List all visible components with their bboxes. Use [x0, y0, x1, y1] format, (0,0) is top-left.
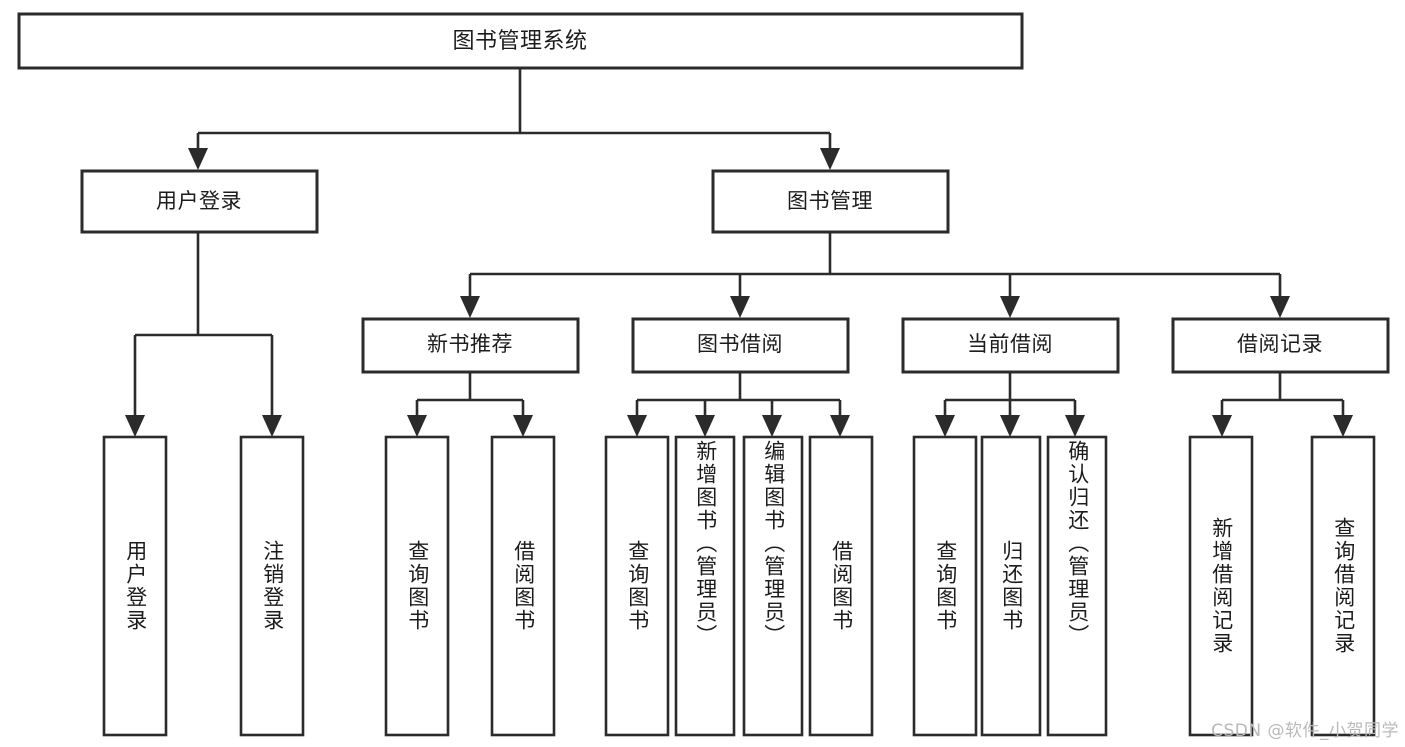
arrow-to-book-borrow — [730, 296, 750, 318]
node-user-login[interactable]: 用户登录 — [80, 169, 319, 234]
arrow-to-leaf-borrow-book-1 — [513, 415, 533, 437]
node-book-manage[interactable]: 图书管理 — [711, 169, 950, 234]
node-borrow-record-box[interactable] — [1171, 317, 1390, 374]
node-leaf-borrow-book-1-box[interactable] — [490, 435, 556, 737]
node-new-book-recommend-box[interactable] — [361, 317, 580, 374]
node-root-box[interactable] — [17, 12, 1024, 70]
edge-group-new-book-recommend-to-leaves — [407, 372, 533, 437]
node-book-borrow[interactable]: 图书借阅 — [631, 317, 850, 374]
node-user-login-label: 用户登录 — [156, 189, 242, 213]
csdn-watermark: CSDN @软件_小贺同学 — [1211, 721, 1399, 741]
arrow-to-new-book-recommend — [460, 296, 480, 318]
arrow-to-leaf-query-book-2 — [627, 415, 647, 437]
arrow-to-current-borrow — [1000, 296, 1020, 318]
arrow-root-to-user-login — [188, 148, 208, 170]
node-leaf-logout-login-box[interactable] — [239, 435, 305, 737]
node-root-label: 图书管理系统 — [452, 29, 587, 54]
arrow-to-leaf-query-borrow-record — [1333, 415, 1353, 437]
arrow-to-leaf-confirm-return-admin — [1065, 415, 1085, 437]
node-book-manage-label: 图书管理 — [787, 189, 873, 213]
node-new-book-recommend-label: 新书推荐 — [427, 332, 513, 356]
arrow-to-leaf-add-book-admin — [695, 415, 715, 437]
node-leaf-edit-book-admin-box[interactable] — [742, 435, 804, 737]
node-leaf-query-book-1-box[interactable] — [384, 435, 450, 737]
arrow-to-leaf-edit-book-admin — [762, 415, 782, 437]
node-user-login-box[interactable] — [80, 169, 319, 234]
node-leaf-query-book-2-box[interactable] — [604, 435, 670, 737]
node-leaf-query-book-3-box[interactable] — [912, 435, 978, 737]
edge-group-book-manage-to-level3 — [460, 232, 1290, 318]
node-leaf-add-borrow-record-box[interactable] — [1188, 435, 1254, 737]
arrow-to-leaf-query-book-1 — [407, 415, 427, 437]
edge-group-book-borrow-to-leaves — [627, 372, 850, 437]
node-leaf-user-login-box[interactable] — [102, 435, 168, 737]
arrow-to-leaf-borrow-book-2 — [830, 415, 850, 437]
node-current-borrow-box[interactable] — [901, 317, 1120, 374]
node-new-book-recommend[interactable]: 新书推荐 — [361, 317, 580, 374]
arrow-to-leaf-return-book — [1000, 415, 1020, 437]
node-book-borrow-label: 图书借阅 — [697, 332, 783, 356]
arrow-to-leaf-user-login — [125, 415, 145, 437]
arrow-to-leaf-query-book-3 — [935, 415, 955, 437]
edge-group-borrow-record-to-leaves — [1212, 372, 1353, 437]
edge-group-user-login-to-leaves — [125, 232, 282, 437]
edge-group-root-to-level2 — [188, 68, 840, 170]
node-leaf-query-borrow-record-box[interactable] — [1310, 435, 1376, 737]
node-book-borrow-box[interactable] — [631, 317, 850, 374]
node-book-manage-box[interactable] — [711, 169, 950, 234]
node-leaf-return-book-box[interactable] — [980, 435, 1042, 737]
arrow-to-borrow-record — [1270, 296, 1290, 318]
arrow-to-leaf-logout-login — [262, 415, 282, 437]
arrow-to-leaf-add-borrow-record — [1212, 415, 1232, 437]
node-current-borrow-label: 当前借阅 — [967, 332, 1053, 356]
edge-group-current-borrow-to-leaves — [935, 372, 1085, 437]
node-root[interactable]: 图书管理系统 — [17, 12, 1024, 70]
node-borrow-record-label: 借阅记录 — [1237, 332, 1323, 356]
node-leaf-add-book-admin-box[interactable] — [674, 435, 736, 737]
node-borrow-record[interactable]: 借阅记录 — [1171, 317, 1390, 374]
node-leaf-confirm-return-admin-box[interactable] — [1046, 435, 1108, 737]
node-leaf-borrow-book-2-box[interactable] — [808, 435, 874, 737]
arrow-root-to-book-manage — [820, 148, 840, 170]
node-current-borrow[interactable]: 当前借阅 — [901, 317, 1120, 374]
